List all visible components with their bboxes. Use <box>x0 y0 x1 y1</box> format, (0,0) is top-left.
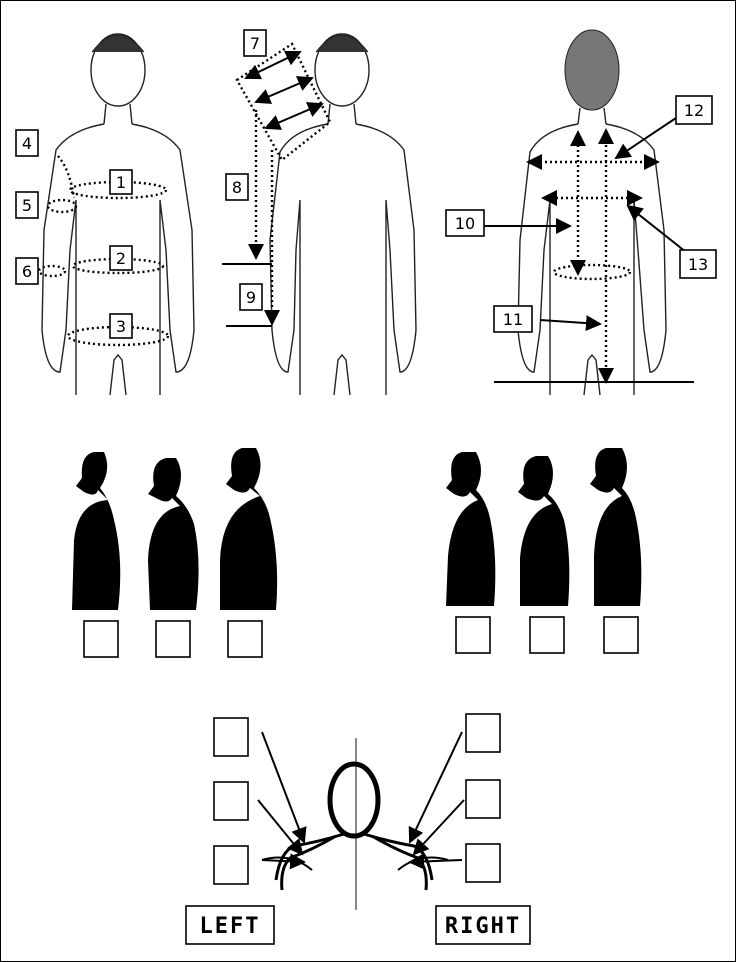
side-label-left: LEFT <box>186 906 274 944</box>
svg-text:3: 3 <box>116 317 126 336</box>
svg-text:12: 12 <box>684 101 704 120</box>
label-2: 2 <box>110 246 132 270</box>
back-measure-lines <box>484 118 694 382</box>
posture-checkbox-1[interactable] <box>84 621 118 657</box>
label-8: 8 <box>226 174 248 200</box>
posture-checkbox-6[interactable] <box>604 617 638 653</box>
label-7: 7 <box>244 30 266 56</box>
left-shoulder-checkbox-1[interactable] <box>214 718 248 756</box>
svg-text:11: 11 <box>503 310 523 329</box>
svg-text:1: 1 <box>116 173 126 192</box>
posture-checkbox-5[interactable] <box>530 617 564 653</box>
label-6: 6 <box>16 258 38 284</box>
shoulder-diagram <box>258 732 464 910</box>
posture-silhouette-3 <box>220 448 277 610</box>
posture-checkbox-3[interactable] <box>228 621 262 657</box>
svg-text:4: 4 <box>22 134 32 153</box>
right-shoulder-checkbox-1[interactable] <box>466 714 500 752</box>
posture-checkbox-4[interactable] <box>456 617 490 653</box>
posture-silhouette-4 <box>446 452 495 606</box>
back-figure <box>518 30 666 395</box>
front-measure-lines <box>39 156 168 345</box>
label-9: 9 <box>240 284 262 310</box>
svg-text:5: 5 <box>22 196 32 215</box>
posture-checkbox-2[interactable] <box>156 621 190 657</box>
svg-text:13: 13 <box>688 255 708 274</box>
label-12: 12 <box>676 96 712 124</box>
svg-text:RIGHT: RIGHT <box>445 914 521 939</box>
side-label-right: RIGHT <box>436 906 530 944</box>
right-shoulder-checkbox-2[interactable] <box>466 780 500 818</box>
label-4: 4 <box>16 130 38 156</box>
label-1: 1 <box>110 170 132 194</box>
posture-silhouettes <box>72 448 641 610</box>
svg-text:9: 9 <box>246 288 256 307</box>
side-figure <box>270 34 416 395</box>
label-10: 10 <box>446 210 484 236</box>
label-11: 11 <box>494 306 532 332</box>
svg-text:8: 8 <box>232 178 242 197</box>
svg-text:6: 6 <box>22 262 32 281</box>
posture-silhouette-5 <box>518 456 569 606</box>
front-figure <box>42 34 194 395</box>
posture-silhouette-1 <box>72 452 120 610</box>
posture-checkboxes[interactable] <box>84 617 638 657</box>
label-13: 13 <box>680 250 716 278</box>
posture-silhouette-6 <box>590 448 641 606</box>
left-shoulder-checkbox-2[interactable] <box>214 782 248 820</box>
posture-silhouette-2 <box>148 458 199 610</box>
right-shoulder-checkbox-3[interactable] <box>466 844 500 882</box>
label-5: 5 <box>16 192 38 218</box>
label-3: 3 <box>110 314 132 338</box>
svg-text:10: 10 <box>455 214 475 233</box>
svg-text:7: 7 <box>250 34 260 53</box>
left-shoulder-checkbox-3[interactable] <box>214 846 248 884</box>
svg-text:2: 2 <box>116 249 126 268</box>
svg-text:LEFT: LEFT <box>200 914 261 939</box>
